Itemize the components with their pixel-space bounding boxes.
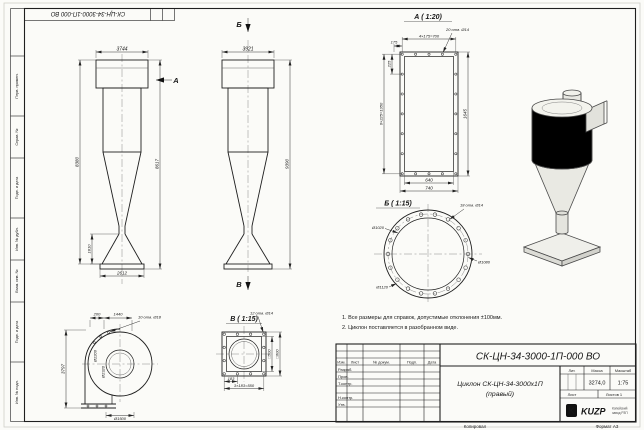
section-a-height-dim: 1645 — [463, 108, 468, 119]
tb-masshtab-value: 1:75 — [618, 381, 629, 387]
strip-label-vzam-inv: Взам. инв. № — [15, 269, 19, 293]
tb-massa-value: 3274,0 — [589, 381, 606, 387]
view-arrow-a-label: А — [172, 76, 178, 85]
section-v-outer-size-dim: □600 — [275, 349, 280, 359]
front-bottom-width-dim: 2612 — [116, 271, 128, 276]
sheet-footer: Копировал Формат А3 — [464, 424, 619, 429]
section-a-inner-width-dim: 640 — [425, 178, 433, 183]
section-v-view: В ( 1:15) 12 отв. Ø14 183 3×183=550 □500… — [216, 311, 282, 391]
note-line-1: 1. Все размеры для справок, допустимые о… — [342, 315, 503, 321]
volute-outlet-dia: Ø1500 — [113, 416, 127, 421]
volute-holes-callout: 10 отв. Ø18 — [138, 315, 162, 320]
strip-label-perv-primen: Перв. примен. — [15, 73, 19, 98]
tb-row-prov: Пров. — [338, 374, 349, 379]
section-b-title: Б ( 1:15) — [384, 201, 412, 208]
tb-product-name-line1: Циклон СК-ЦН-34-3000х1П — [457, 381, 543, 388]
note-line-2: 2. Циклон поставляется в разобранном вид… — [342, 325, 458, 331]
section-v-margin-dim: 183 — [228, 376, 235, 381]
logo-icon — [566, 404, 577, 417]
section-a-margin-left-dim: 225 — [387, 60, 392, 68]
volute-dia-2206: Ø2206 — [93, 349, 98, 363]
tb-col-doc: № докум. — [373, 360, 390, 364]
isometric-view — [522, 89, 608, 267]
tb-row-utv: Утв. — [338, 402, 346, 407]
kopiroval-label: Копировал — [464, 424, 487, 429]
section-a-pitch-top-dim: 4×175=700 — [419, 34, 440, 39]
tb-col-list: Лист — [351, 360, 360, 364]
section-a-view: А ( 1:20) 4×175=700 175 20 отв. Ø14 225 … — [379, 14, 470, 193]
tb-col-izm: Изм. — [337, 360, 345, 364]
section-v-title: В ( 1:15) — [230, 316, 258, 323]
corner-stamp: СК-ЦН-34-3000-1П-000 ВО — [24, 8, 175, 21]
section-b-holes-callout: 18 отв. Ø14 — [460, 203, 484, 208]
view-arrow-v-label: В — [236, 280, 242, 289]
tb-logo-text: KUZP — [581, 407, 606, 417]
side-view: 3921 9390 Б В — [221, 18, 292, 290]
section-v-inner-size-dim: □500 — [267, 349, 272, 359]
section-b-outer-dia: Ø1120 — [375, 285, 388, 290]
strip-label-podp-data-2: Подп. и дата — [15, 320, 19, 343]
logo-letter: K — [568, 406, 575, 416]
front-right-height-dim: 8617 — [155, 158, 160, 169]
tb-product-name-line2: (правый) — [486, 390, 514, 398]
front-cone-height-dim: 1810 — [87, 244, 92, 254]
section-a-outer-width-dim: 740 — [425, 186, 433, 191]
volute-dim-1440: 1440 — [114, 312, 124, 317]
front-left-height-dim: 8380 — [75, 156, 80, 167]
tb-masshtab-header: Масштаб — [615, 369, 632, 373]
tb-company-line1: Копейский — [612, 407, 628, 411]
strip-label-podp-data-1: Подп. и дата — [15, 176, 19, 199]
section-b-inner-dia: Ø1020 — [371, 225, 385, 230]
tb-listov-label: Листов 1 — [606, 392, 623, 397]
tb-row-tkontr: Т.контр. — [338, 381, 353, 386]
corner-stamp-doc-number: СК-ЦН-34-3000-1П-000 ВО — [50, 10, 125, 16]
section-a-holes-callout: 20 отв. Ø14 — [445, 27, 470, 32]
section-v-holes-callout: 12 отв. Ø14 — [250, 311, 274, 316]
tb-list-label: Лист — [568, 392, 577, 397]
tb-company-line2: завод РЗП — [612, 411, 628, 415]
side-top-width-dim: 3921 — [242, 47, 253, 53]
strip-label-sprav: Справ. № — [15, 128, 19, 145]
tb-lit-header: Лит. — [569, 369, 576, 373]
section-v-pitch-dim: 3×183=550 — [234, 383, 255, 388]
side-right-height-dim: 9390 — [285, 158, 290, 169]
tb-massa-header: Масса — [591, 369, 603, 373]
tb-col-data: Дата — [428, 360, 437, 364]
title-block: Изм. Лист № докум. Подп. Дата Разраб. Пр… — [335, 343, 637, 423]
volute-view: 200 1440 10 отв. Ø18 3797 Ø2206 Ø2320 Ø1… — [61, 312, 162, 422]
sheet-frame: Перв. примен. Справ. № Подп. и дата Инв.… — [3, 2, 641, 428]
tb-row-nkontr: Н.контр. — [338, 395, 353, 400]
notes: 1. Все размеры для справок, допустимые о… — [342, 315, 503, 331]
view-arrow-b-label: Б — [236, 20, 242, 29]
strip-label-inv-dubl: Инв. № дубл. — [15, 227, 19, 251]
tb-doc-number: СК-ЦН-34-3000-1П-000 ВО — [476, 352, 600, 363]
volute-dia-2320: Ø2320 — [101, 365, 106, 379]
tb-row-razrab: Разраб. — [338, 367, 352, 372]
strip-label-inv-podl: Инв. № подл. — [15, 380, 19, 404]
section-a-title: А ( 1:20) — [413, 14, 442, 21]
tb-col-podp: Подп. — [407, 360, 417, 364]
section-b-bolt-dia: Ø1080 — [477, 260, 491, 265]
front-top-width-dim: 3744 — [116, 47, 127, 53]
front-view: 3744 8380 8617 1810 2612 А — [75, 47, 179, 284]
section-a-margin-top-dim: 175 — [391, 40, 398, 45]
volute-dim-200: 200 — [93, 312, 101, 317]
format-label: Формат А3 — [596, 424, 619, 429]
section-b-view: Б ( 1:15) 18 отв. Ø14 Ø1020 Ø1080 Ø1120 — [371, 201, 491, 304]
section-a-pitch-left-dim: 6×225=1350 — [379, 102, 384, 125]
volute-height-dim: 3797 — [61, 363, 66, 374]
